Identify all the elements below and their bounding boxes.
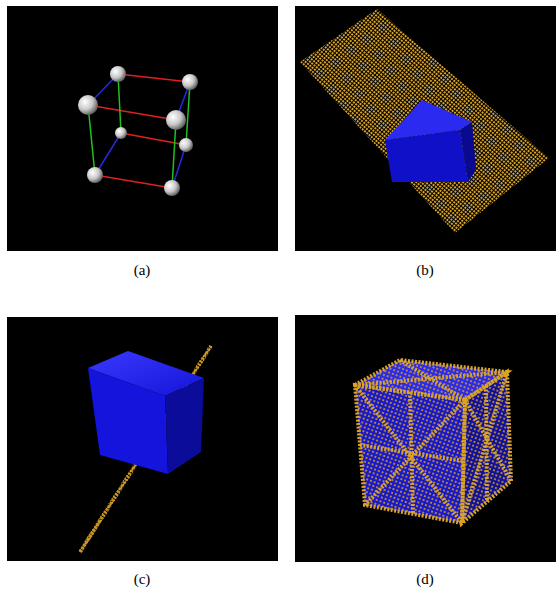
band xyxy=(462,372,511,523)
vertex-sphere xyxy=(78,95,98,115)
vertex-spheres xyxy=(78,66,198,196)
cube-grid xyxy=(462,372,511,523)
wireframe-cube xyxy=(88,74,190,188)
edge-y xyxy=(118,74,121,133)
edge-x xyxy=(121,133,186,145)
panel-background xyxy=(295,315,556,562)
vertex-sphere xyxy=(166,110,186,130)
edge-x xyxy=(95,175,172,188)
panel-label: (c) xyxy=(134,570,151,588)
grid-line xyxy=(80,521,100,552)
band xyxy=(355,385,462,523)
cube-grid xyxy=(355,385,465,523)
vertex-sphere xyxy=(179,138,193,152)
gridded-cube xyxy=(355,360,511,523)
diagonal-bands xyxy=(355,360,511,523)
edge-x xyxy=(88,105,176,120)
panel-background xyxy=(7,317,278,561)
vertex-sphere xyxy=(110,66,126,82)
panel-label: (b) xyxy=(416,261,434,279)
cube-face xyxy=(88,368,168,474)
vertex-sphere xyxy=(87,167,103,183)
solid-cube xyxy=(88,351,204,474)
edge-y xyxy=(88,105,95,175)
cube-face xyxy=(355,385,465,523)
panel-label: (d) xyxy=(416,570,434,588)
panel-label: (a) xyxy=(134,261,151,279)
vertex-sphere xyxy=(182,74,198,90)
panel-background xyxy=(7,6,278,251)
grid-line xyxy=(80,346,211,552)
band xyxy=(365,400,465,505)
band xyxy=(355,385,465,523)
cube-face xyxy=(460,122,476,182)
panel-background xyxy=(295,6,556,251)
band xyxy=(462,372,507,523)
cube-face xyxy=(385,130,468,182)
grid-line xyxy=(80,346,211,552)
edge-x xyxy=(118,74,190,82)
grid-plane xyxy=(300,9,549,233)
band xyxy=(486,386,487,502)
vertex-sphere xyxy=(115,127,127,139)
cube-face xyxy=(165,378,204,474)
solid-cube xyxy=(385,100,476,182)
band xyxy=(360,445,463,461)
vertex-sphere xyxy=(164,180,180,196)
